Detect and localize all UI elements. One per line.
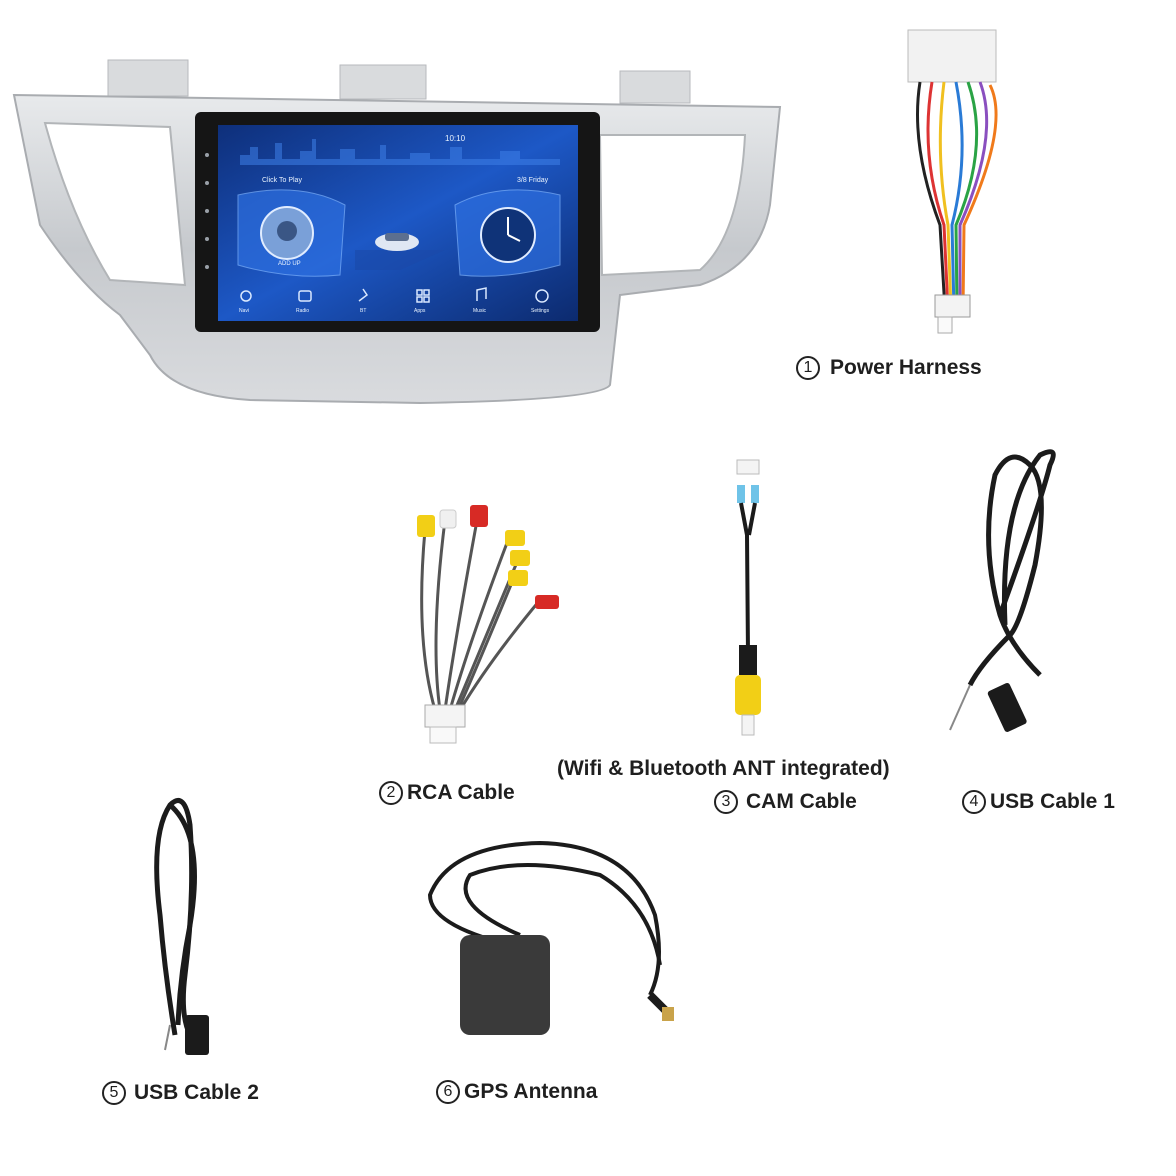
gps-antenna-image [427,840,674,1035]
screen-date: 3/8 Friday [517,177,549,184]
item-label-usb-cable-1: 4 USB Cable 1 [962,790,1115,814]
dock-label-4: Apps [414,308,426,314]
cam-note: (Wifi & Bluetooth ANT integrated) [557,757,890,780]
power-harness-image [907,29,998,334]
item-label-power-harness: 1 Power Harness [796,356,982,380]
head-unit-image: 10:10 Click To Play 3/8 Friday ADD UP Na… [12,59,782,405]
item-number-3: 3 [714,790,738,814]
usb-cable-1-image [949,449,1056,732]
usb-cable-2-label: USB Cable 2 [134,1081,259,1104]
item-number-5: 5 [102,1081,126,1105]
usb-cable-1-label: USB Cable 1 [990,790,1115,813]
dock-label-2: Radio [296,308,309,314]
item-label-gps-antenna: 6 GPS Antenna [436,1080,597,1104]
dock-label-1: Navi [239,308,249,314]
item-label-rca-cable: 2 RCA Cable [379,781,515,805]
music-title: Click To Play [262,177,302,184]
item-number-4: 4 [962,790,986,814]
dock-label-3: BT [360,308,366,314]
dock-label-5: Music [473,308,487,314]
music-subtitle: ADD UP [278,261,301,267]
item-number-2: 2 [379,781,403,805]
rca-cable-image [417,505,559,744]
power-harness-label: Power Harness [830,356,982,379]
item-number-6: 6 [436,1080,460,1104]
rca-cable-label: RCA Cable [407,781,515,804]
item-label-usb-cable-2: 5 USB Cable 2 [102,1081,259,1105]
gps-antenna-label: GPS Antenna [464,1080,598,1103]
item-number-1: 1 [796,356,820,380]
usb-cable-2-image [154,798,209,1055]
status-time: 10:10 [445,134,466,143]
cam-cable-image [735,459,761,736]
item-label-cam-cable: 3 CAM Cable [714,790,857,814]
dock-label-6: Settings [531,308,550,314]
cam-cable-label: CAM Cable [746,790,857,813]
